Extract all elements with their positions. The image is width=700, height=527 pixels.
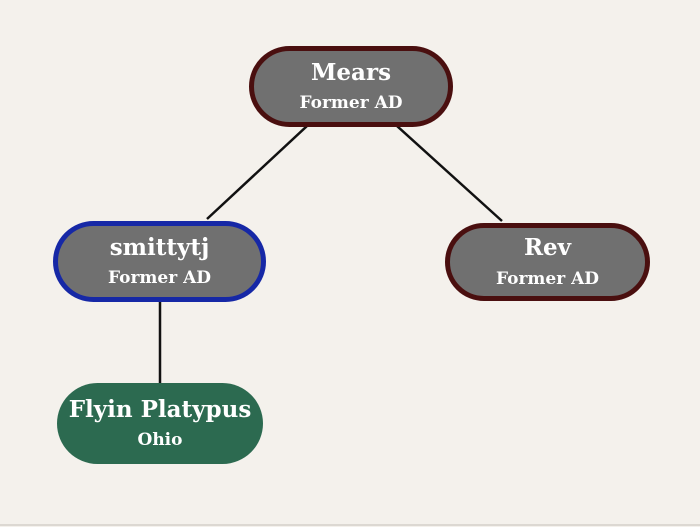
node-role: Former AD — [299, 93, 403, 114]
node-rev: Rev Former AD — [445, 223, 650, 301]
edge-mears-rev — [396, 125, 503, 222]
node-role: Ohio — [137, 430, 183, 451]
node-name: smittytj — [109, 233, 210, 261]
node-mears: Mears Former AD — [249, 46, 453, 127]
node-smittytj: smittytj Former AD — [53, 221, 266, 302]
bottom-divider — [0, 524, 700, 526]
node-name: Mears — [310, 58, 392, 86]
node-role: Former AD — [107, 268, 212, 289]
node-role: Former AD — [495, 268, 600, 289]
node-name: Rev — [523, 234, 572, 261]
node-name: Flyin Platypus — [68, 395, 252, 423]
edge-mears-smittytj — [206, 125, 308, 220]
node-flyin-platypus: Flyin Platypus Ohio — [57, 383, 263, 464]
